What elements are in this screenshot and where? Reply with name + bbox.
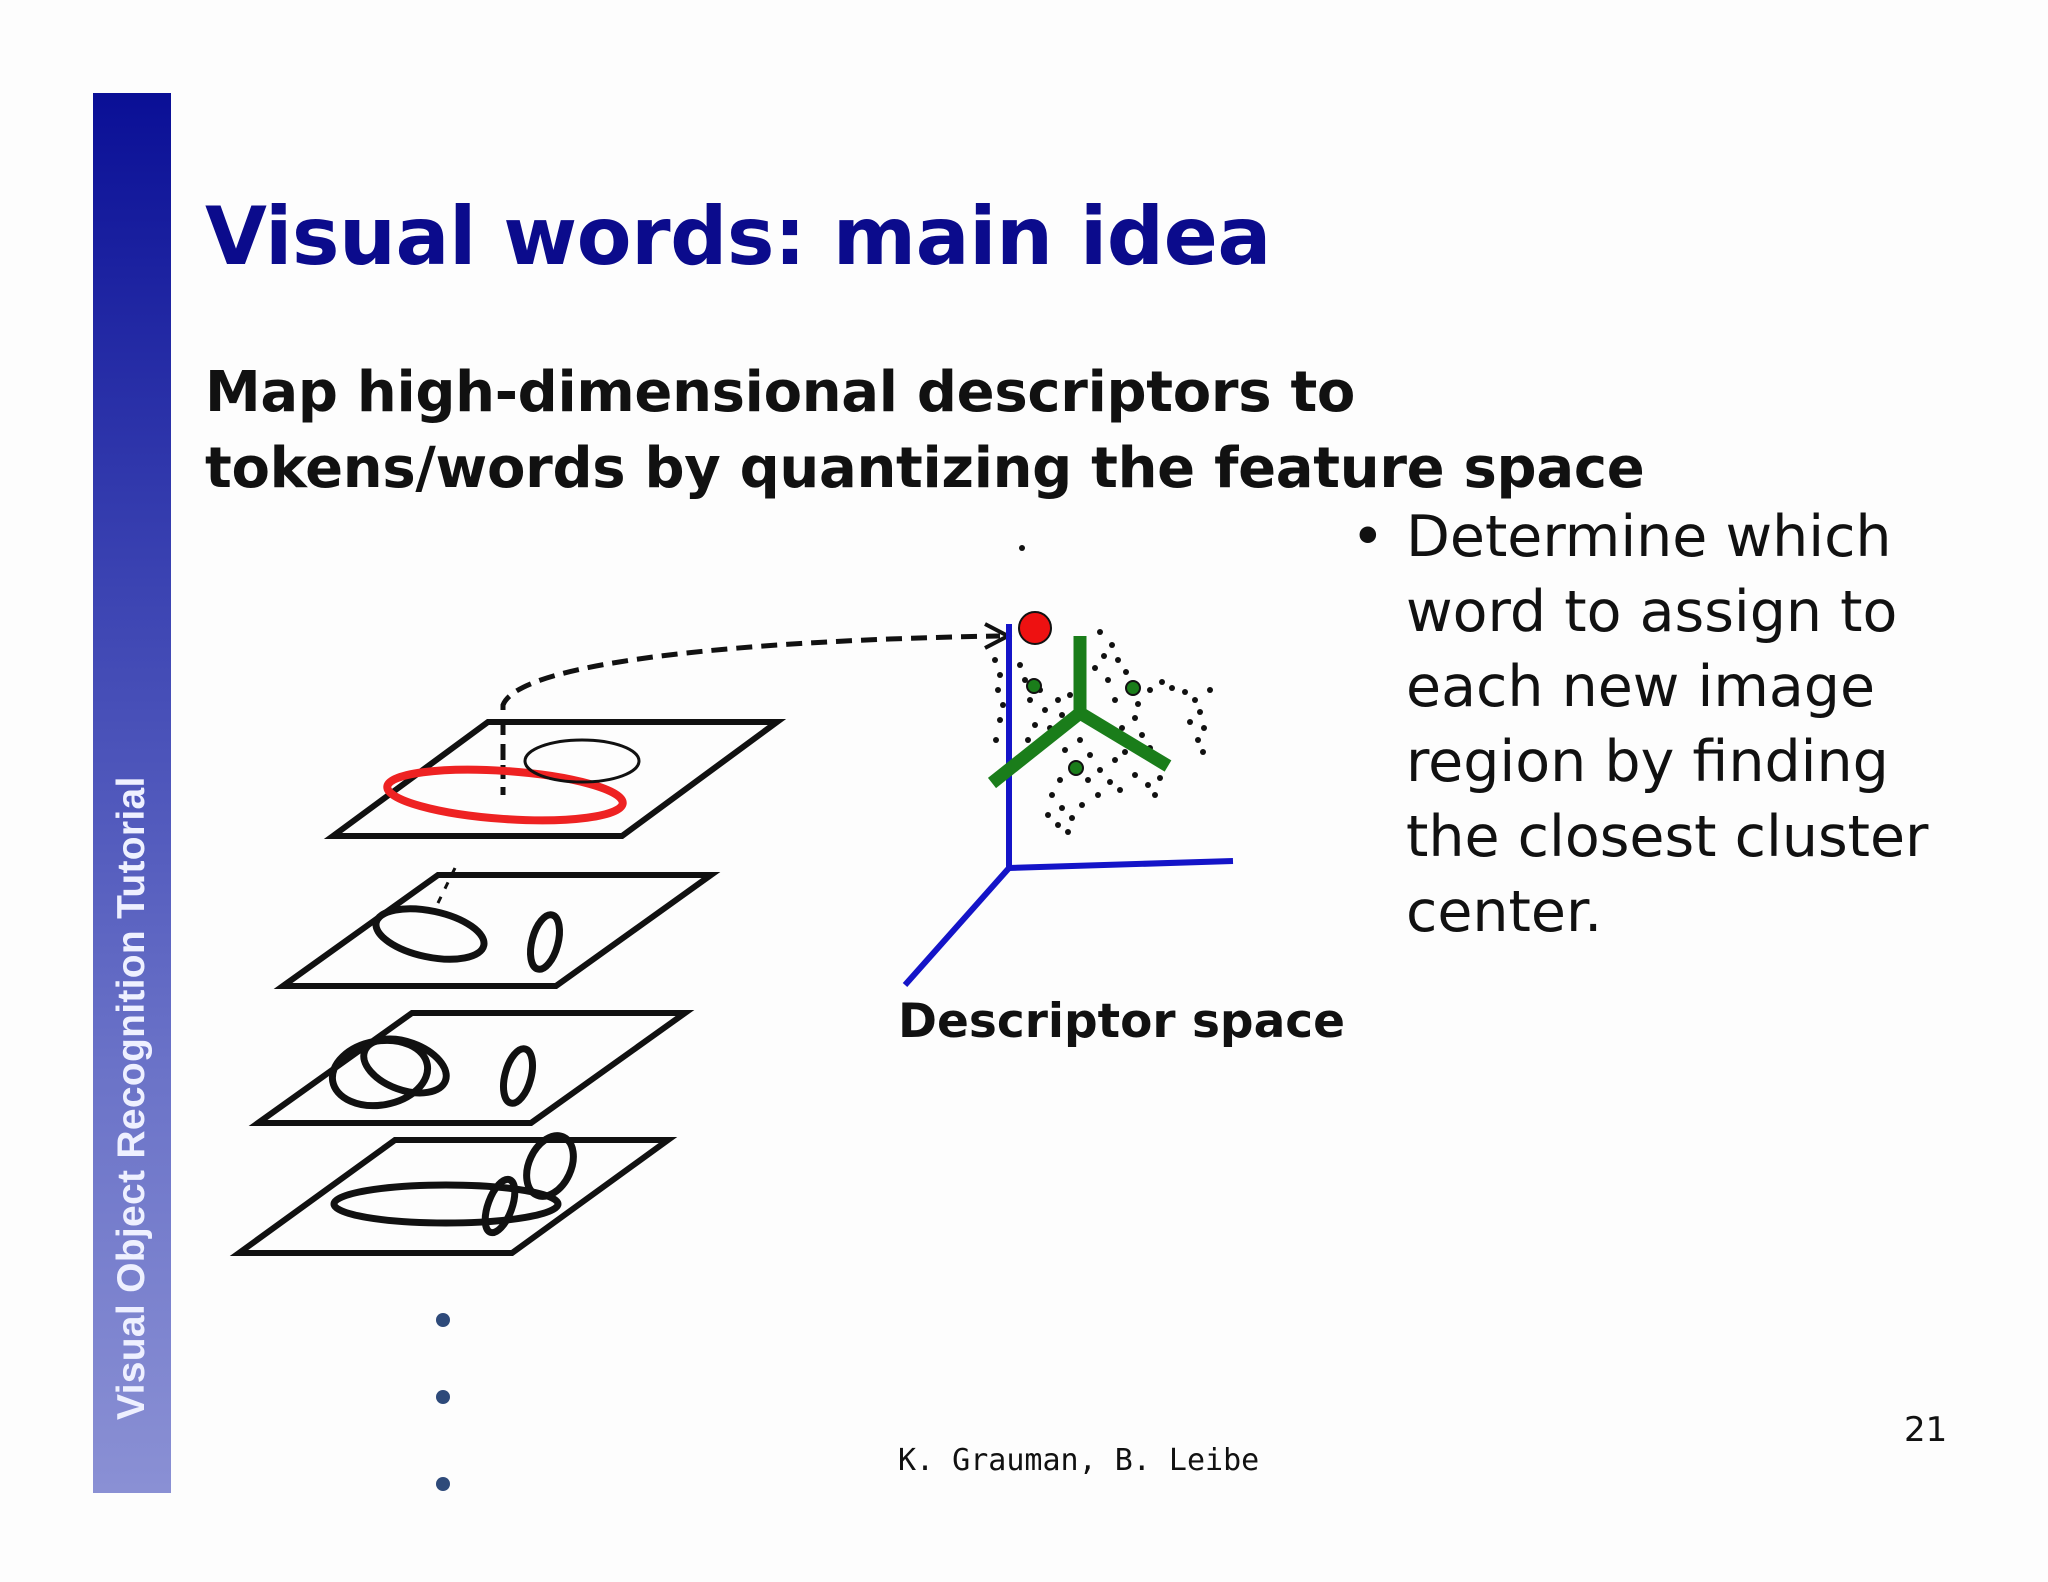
descriptor-space-label: Descriptor space [898,994,1346,1049]
ellipsis-dots [436,1313,450,1491]
descriptor-points [992,545,1213,835]
bullet-marker: • [1351,504,1385,570]
ellipse-region [330,1181,562,1227]
ellipse-region [481,1175,519,1237]
ellipse-region [523,1132,577,1200]
feature-plane-4 [229,1132,678,1256]
ellipse-region [500,1045,536,1107]
dashed-arrow [500,633,1001,760]
voronoi-boundaries [987,636,1172,789]
query-point-icon [1018,611,1052,645]
author-credit: K. Grauman, B. Leibe [898,1443,1260,1478]
bullet-text: Determine which word to assign to each n… [1406,504,1929,945]
feature-plane-2 [273,872,721,989]
ellipse-region [527,911,563,973]
ellipse-region [523,738,641,784]
page-number: 21 [1904,1410,1948,1450]
slide-subtitle: Map high-dimensional descriptors to toke… [205,360,1645,501]
ellipse-region [372,905,488,963]
ellipse-region [360,1035,450,1097]
highlight-region [383,765,627,825]
cluster-center-icon [1026,678,1141,776]
feature-plane-3 [248,1010,695,1126]
sidebar-band [93,93,171,1493]
bullet-item: • Determine which word to assign to each… [1351,500,1955,950]
slide-title: Visual words: main idea [205,190,1271,283]
feature-plane-1 [323,719,787,839]
axis-3d-icon [902,624,1234,987]
